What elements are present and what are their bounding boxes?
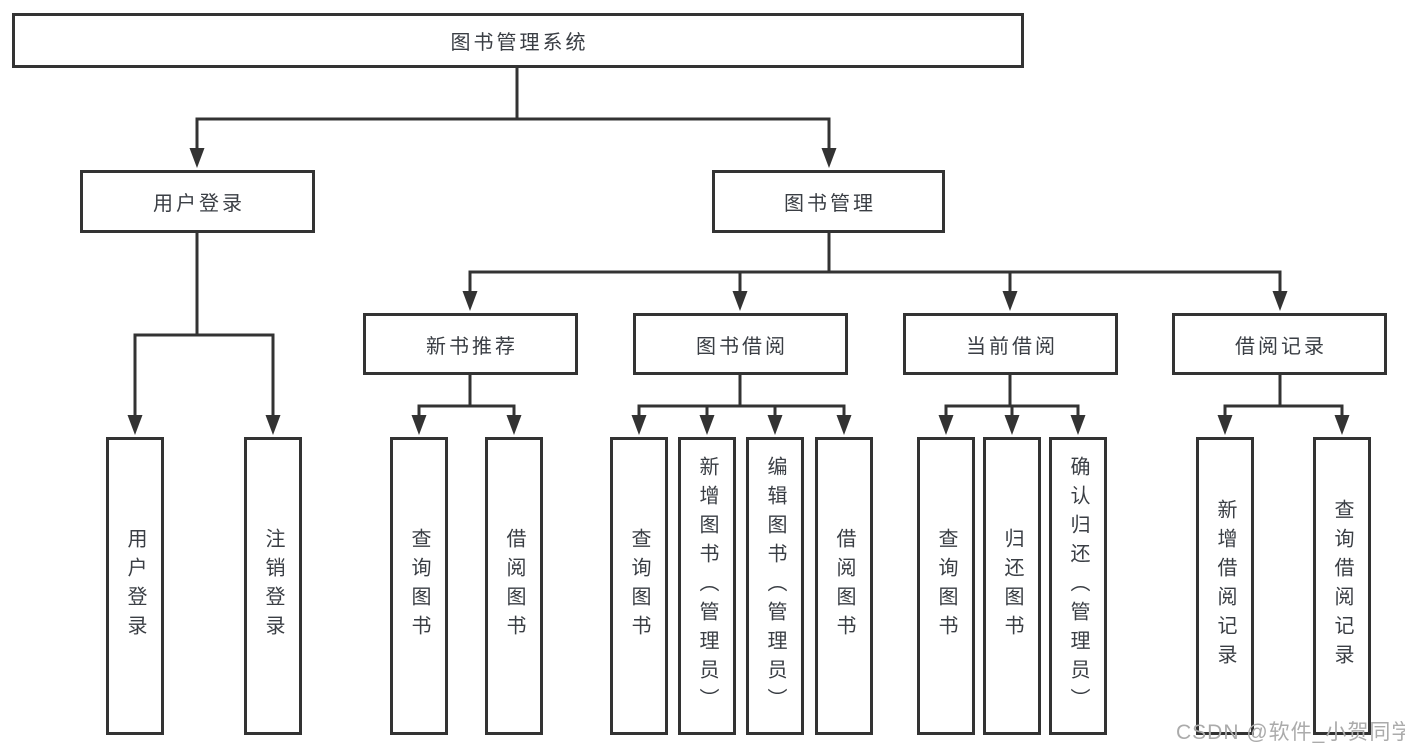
node-book-borrowing: 图书借阅 bbox=[633, 313, 848, 375]
node-leaf-logout: 注销登录 bbox=[244, 437, 302, 735]
arrowhead bbox=[1272, 291, 1288, 311]
node-label: 查询图书 bbox=[628, 528, 650, 644]
node-library-management-system: 图书管理系统 bbox=[12, 13, 1024, 68]
arrowhead bbox=[836, 415, 852, 435]
node-label: 图书借阅 bbox=[696, 335, 788, 358]
arrowhead bbox=[1217, 415, 1233, 435]
arrowhead bbox=[821, 148, 837, 168]
node-label: 借阅记录 bbox=[1235, 335, 1327, 358]
arrowhead bbox=[411, 415, 427, 435]
csdn-watermark: CSDN @软件_小贺同学 bbox=[1176, 721, 1405, 744]
node-leaf-add-books-admin: 新增图书（管理员） bbox=[678, 437, 736, 735]
arrowhead bbox=[699, 415, 715, 435]
node-label: 新增借阅记录 bbox=[1214, 499, 1236, 673]
node-label: 借阅图书 bbox=[833, 528, 855, 644]
node-leaf-borrow-books-recommend: 借阅图书 bbox=[485, 437, 543, 735]
node-leaf-user-login: 用户登录 bbox=[106, 437, 164, 735]
node-leaf-query-borrow-record: 查询借阅记录 bbox=[1313, 437, 1371, 735]
node-leaf-add-borrow-record: 新增借阅记录 bbox=[1196, 437, 1254, 735]
node-label: 用户登录 bbox=[124, 528, 146, 644]
node-leaf-return-books: 归还图书 bbox=[983, 437, 1041, 735]
arrowhead bbox=[506, 415, 522, 435]
node-label: 新增图书（管理员） bbox=[696, 455, 718, 717]
node-label: 注销登录 bbox=[262, 528, 284, 644]
node-leaf-confirm-return-admin: 确认归还（管理员） bbox=[1049, 437, 1107, 735]
arrowhead bbox=[127, 415, 143, 435]
node-leaf-borrow-books: 借阅图书 bbox=[815, 437, 873, 735]
node-leaf-query-books-borrowing: 查询图书 bbox=[610, 437, 668, 735]
arrowhead bbox=[265, 415, 281, 435]
node-label: 查询图书 bbox=[408, 528, 430, 644]
node-label: 编辑图书（管理员） bbox=[764, 455, 786, 717]
arrowhead bbox=[767, 415, 783, 435]
arrowhead bbox=[732, 291, 748, 311]
node-leaf-edit-books-admin: 编辑图书（管理员） bbox=[746, 437, 804, 735]
node-borrowing-records: 借阅记录 bbox=[1172, 313, 1387, 375]
arrowhead bbox=[189, 148, 205, 168]
node-label: 查询借阅记录 bbox=[1331, 499, 1353, 673]
node-current-borrowing: 当前借阅 bbox=[903, 313, 1118, 375]
node-label: 当前借阅 bbox=[966, 335, 1058, 358]
arrowhead bbox=[1070, 415, 1086, 435]
arrowhead bbox=[938, 415, 954, 435]
node-label: 归还图书 bbox=[1001, 528, 1023, 644]
arrowhead bbox=[1334, 415, 1350, 435]
node-book-management: 图书管理 bbox=[712, 170, 945, 233]
node-label: 确认归还（管理员） bbox=[1067, 455, 1089, 717]
arrowhead bbox=[462, 291, 478, 311]
node-leaf-query-books-current: 查询图书 bbox=[917, 437, 975, 735]
arrowhead bbox=[1002, 291, 1018, 311]
node-label: 图书管理 bbox=[784, 193, 876, 215]
node-user-login: 用户登录 bbox=[80, 170, 315, 233]
node-leaf-query-books-recommend: 查询图书 bbox=[390, 437, 448, 735]
node-label: 用户登录 bbox=[153, 193, 245, 215]
node-label: 借阅图书 bbox=[503, 528, 525, 644]
node-new-book-recommendation: 新书推荐 bbox=[363, 313, 578, 375]
node-label: 新书推荐 bbox=[426, 335, 518, 358]
node-label: 查询图书 bbox=[935, 528, 957, 644]
node-label: 图书管理系统 bbox=[450, 32, 589, 54]
tree-connector-lines bbox=[133, 68, 1344, 419]
arrowhead bbox=[1004, 415, 1020, 435]
arrowhead bbox=[631, 415, 647, 435]
